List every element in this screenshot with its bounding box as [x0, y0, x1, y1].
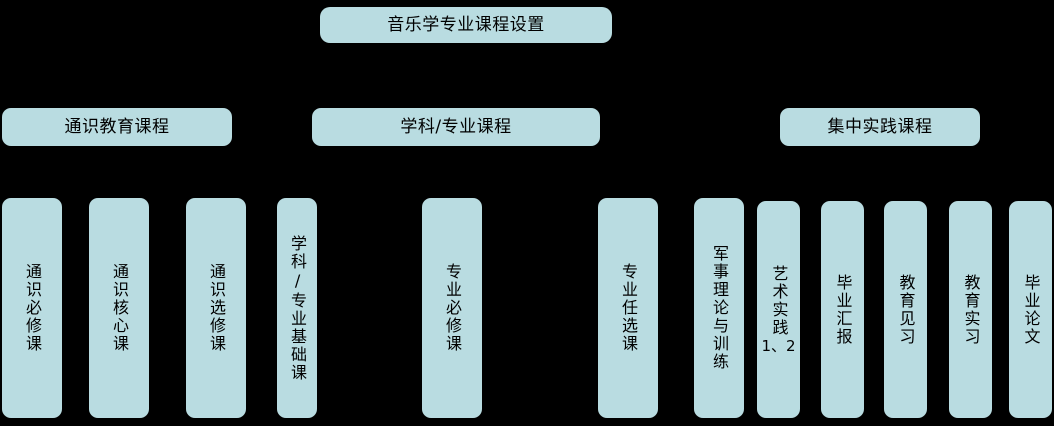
course-label-graduation-recital: 毕业汇报 — [833, 273, 853, 346]
course-box-art-practice[interactable]: 艺术实践 1、2 — [757, 201, 800, 418]
course-box-general-core[interactable]: 通识核心课 — [89, 198, 149, 418]
category-box-discipline-major[interactable]: 学科/专业课程 — [312, 108, 600, 146]
course-label-teaching-observation: 教育见习 — [896, 273, 916, 346]
category-box-general-education[interactable]: 通识教育课程 — [2, 108, 232, 146]
category-label-concentrated-practice: 集中实践课程 — [827, 116, 933, 137]
course-label-graduation-thesis: 毕业论文 — [1021, 273, 1041, 346]
course-label-general-required: 通识必修课 — [23, 263, 43, 353]
course-label-major-required: 专业必修课 — [443, 263, 463, 353]
course-suffix-art-practice: 1、2 — [761, 336, 796, 355]
course-label-major-elective: 专业任选课 — [619, 263, 639, 353]
course-box-teaching-observation[interactable]: 教育见习 — [884, 201, 927, 418]
course-box-graduation-thesis[interactable]: 毕业论文 — [1009, 201, 1052, 418]
course-box-graduation-recital[interactable]: 毕业汇报 — [821, 201, 864, 418]
category-box-concentrated-practice[interactable]: 集中实践课程 — [780, 108, 980, 146]
course-box-major-required[interactable]: 专业必修课 — [422, 198, 482, 418]
diagram-title-label: 音乐学专业课程设置 — [387, 14, 545, 35]
course-label-general-elective: 通识选修课 — [207, 263, 227, 353]
course-label-military-theory: 军事理论与训练 — [710, 245, 730, 371]
course-box-general-required[interactable]: 通识必修课 — [2, 198, 62, 418]
course-label-discipline-basic: 学科/专业基础课 — [288, 234, 308, 382]
category-label-general-education: 通识教育课程 — [64, 116, 170, 137]
course-box-major-elective[interactable]: 专业任选课 — [598, 198, 658, 418]
category-label-discipline-major: 学科/专业课程 — [400, 116, 512, 137]
diagram-title-box[interactable]: 音乐学专业课程设置 — [320, 7, 612, 43]
course-box-military-theory[interactable]: 军事理论与训练 — [694, 198, 744, 418]
course-box-discipline-basic[interactable]: 学科/专业基础课 — [277, 198, 317, 418]
course-label-art-practice: 艺术实践 — [769, 264, 789, 337]
course-box-teaching-practicum[interactable]: 教育实习 — [949, 201, 992, 418]
course-box-general-elective[interactable]: 通识选修课 — [186, 198, 246, 418]
course-label-teaching-practicum: 教育实习 — [961, 273, 981, 346]
course-label-general-core: 通识核心课 — [110, 263, 130, 353]
